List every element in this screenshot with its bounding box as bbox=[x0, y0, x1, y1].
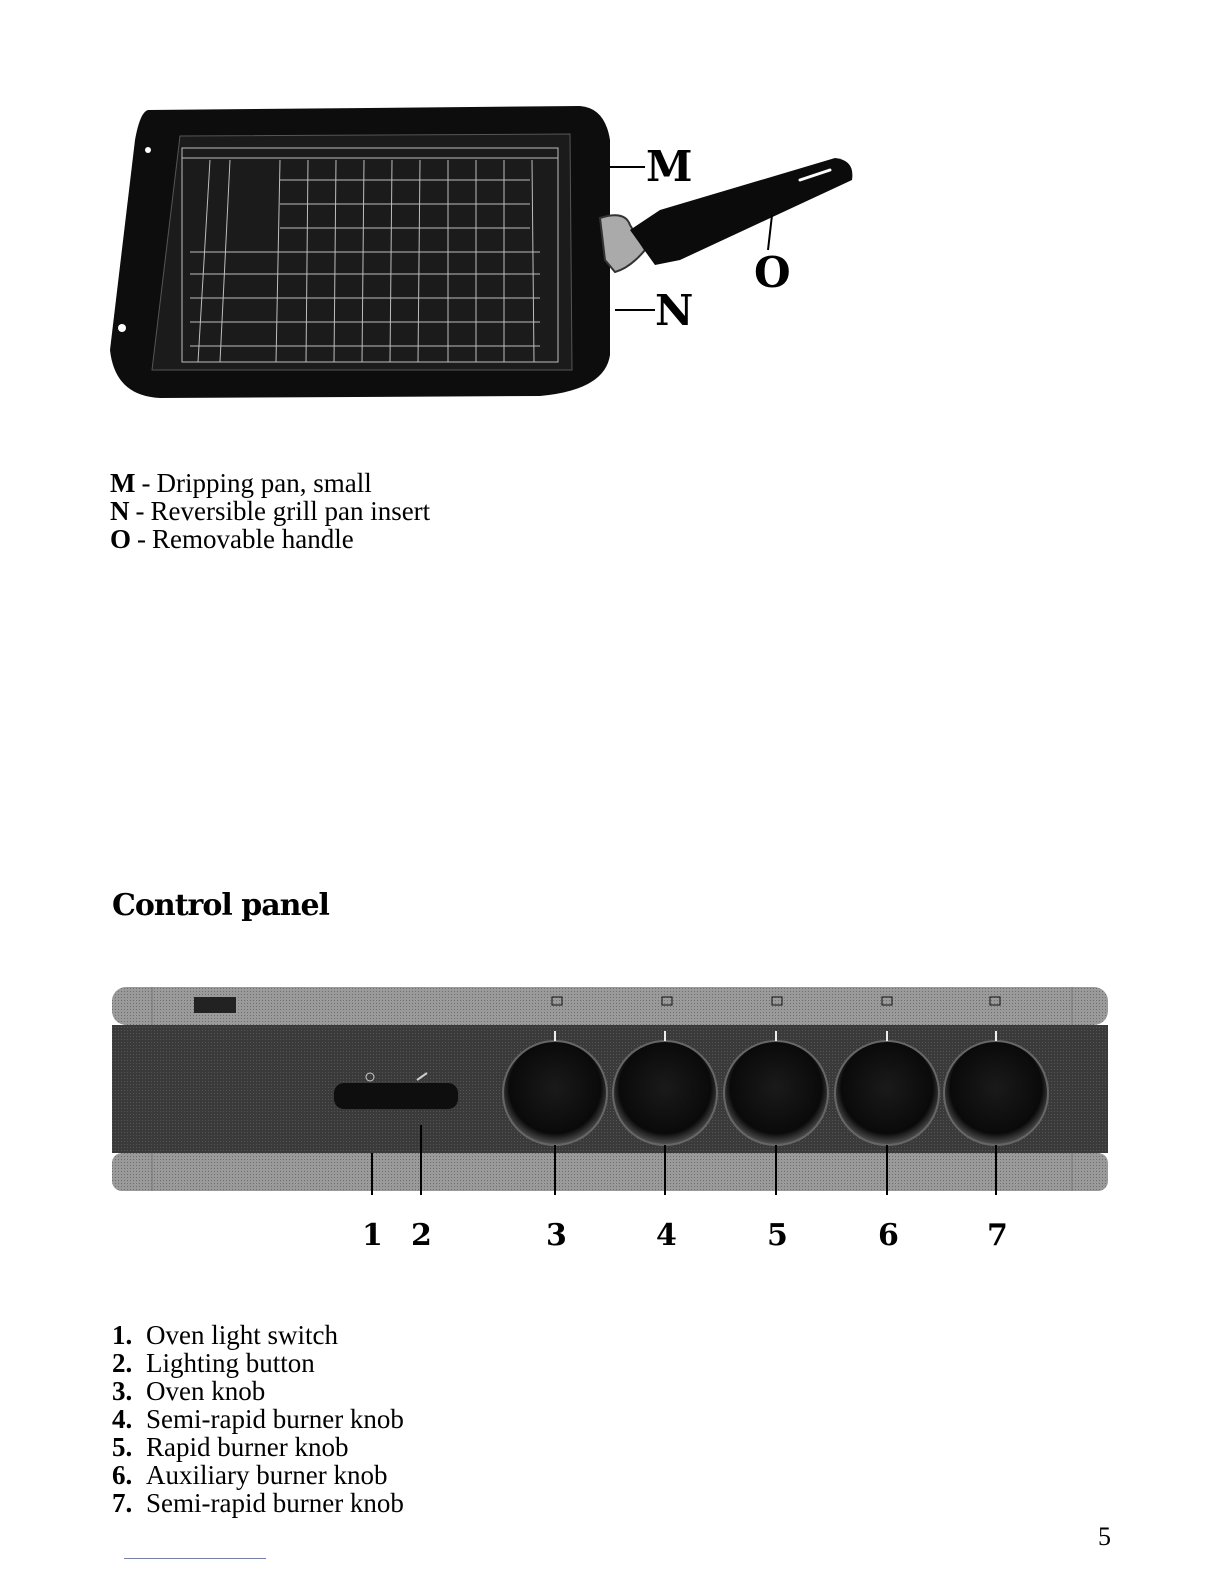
legend-key: M bbox=[110, 468, 135, 498]
legend-item-o: O-Removable handle bbox=[110, 525, 354, 553]
list-text: Semi-rapid burner knob bbox=[146, 1404, 404, 1434]
list-number: 5. bbox=[112, 1433, 146, 1461]
callout-o: O bbox=[754, 252, 791, 294]
list-text: Semi-rapid burner knob bbox=[146, 1488, 404, 1518]
list-item: 2.Lighting button bbox=[112, 1349, 315, 1377]
list-text: Oven knob bbox=[146, 1376, 265, 1406]
panel-callout-4: 4 bbox=[656, 1218, 677, 1253]
control-panel-illustration bbox=[112, 985, 1108, 1195]
legend-item-n: N-Reversible grill pan insert bbox=[110, 497, 430, 525]
list-item: 3.Oven knob bbox=[112, 1377, 265, 1405]
list-item: 7.Semi-rapid burner knob bbox=[112, 1489, 404, 1517]
list-item: 6.Auxiliary burner knob bbox=[112, 1461, 387, 1489]
list-number: 6. bbox=[112, 1461, 146, 1489]
list-number: 2. bbox=[112, 1349, 146, 1377]
callout-m: M bbox=[646, 146, 693, 188]
panel-callout-1: 1 bbox=[362, 1218, 383, 1253]
panel-callout-5: 5 bbox=[767, 1218, 788, 1253]
list-item: 5.Rapid burner knob bbox=[112, 1433, 348, 1461]
panel-callout-2: 2 bbox=[411, 1218, 432, 1253]
panel-callout-7: 7 bbox=[987, 1218, 1008, 1253]
legend-key: O bbox=[110, 524, 131, 554]
panel-callout-6: 6 bbox=[878, 1218, 899, 1253]
list-text: Oven light switch bbox=[146, 1320, 338, 1350]
panel-callout-3: 3 bbox=[546, 1218, 567, 1253]
legend-text: Reversible grill pan insert bbox=[151, 496, 431, 526]
callout-n: N bbox=[655, 290, 693, 332]
footer-rule bbox=[124, 1558, 266, 1559]
list-number: 3. bbox=[112, 1377, 146, 1405]
list-text: Lighting button bbox=[146, 1348, 315, 1378]
list-text: Auxiliary burner knob bbox=[146, 1460, 387, 1490]
legend-text: Removable handle bbox=[152, 524, 354, 554]
list-number: 7. bbox=[112, 1489, 146, 1517]
page-number: 5 bbox=[1098, 1522, 1111, 1552]
list-item: 4.Semi-rapid burner knob bbox=[112, 1405, 404, 1433]
list-text: Rapid burner knob bbox=[146, 1432, 348, 1462]
legend-text: Dripping pan, small bbox=[156, 468, 371, 498]
section-heading: Control panel bbox=[112, 888, 329, 923]
list-item: 1.Oven light switch bbox=[112, 1321, 338, 1349]
list-number: 4. bbox=[112, 1405, 146, 1433]
legend-item-m: M-Dripping pan, small bbox=[110, 469, 372, 497]
list-number: 1. bbox=[112, 1321, 146, 1349]
legend-key: N bbox=[110, 496, 130, 526]
